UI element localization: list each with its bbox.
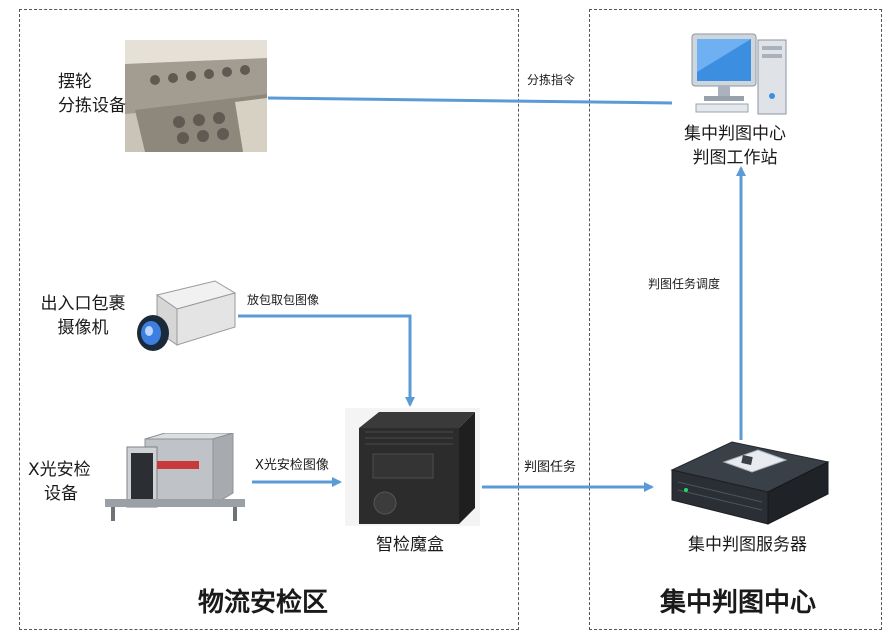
sort-command-label: 分拣指令 bbox=[527, 73, 576, 87]
server-icon bbox=[670, 441, 830, 525]
central-judging-zone bbox=[589, 9, 882, 630]
camera-icon bbox=[137, 280, 237, 351]
workstation-label-line2: 判图工作站 bbox=[692, 148, 778, 168]
xray-label-line1: X光安检 bbox=[28, 460, 91, 480]
xray-machine-icon bbox=[105, 433, 245, 521]
camera-images-label: 放包取包图像 bbox=[247, 293, 320, 307]
sorter-label-line2: 分拣设备 bbox=[58, 96, 126, 116]
logistics-zone-title: 物流安检区 bbox=[198, 588, 329, 618]
sorter-label-line1: 摆轮 bbox=[58, 72, 92, 92]
task-dispatch-label: 判图任务调度 bbox=[648, 277, 721, 291]
camera-label-line1: 出入口包裹 bbox=[40, 294, 126, 314]
xray-label-line2: 设备 bbox=[44, 484, 78, 504]
logistics-security-zone bbox=[19, 9, 519, 630]
smart-box-icon bbox=[345, 408, 480, 526]
xray-images-label: X光安检图像 bbox=[255, 458, 329, 473]
judge-task-label: 判图任务 bbox=[524, 460, 577, 475]
workstation-icon bbox=[691, 33, 787, 115]
server-label: 集中判图服务器 bbox=[688, 535, 807, 555]
sort-command-line bbox=[267, 96, 673, 105]
smart-box-label: 智检魔盒 bbox=[376, 535, 444, 555]
workstation-label-line1: 集中判图中心 bbox=[684, 124, 786, 144]
central-zone-title: 集中判图中心 bbox=[660, 588, 817, 618]
camera-image-arrow bbox=[238, 314, 415, 407]
camera-label-line2: 摄像机 bbox=[57, 318, 109, 338]
sorter-photo bbox=[125, 40, 267, 152]
